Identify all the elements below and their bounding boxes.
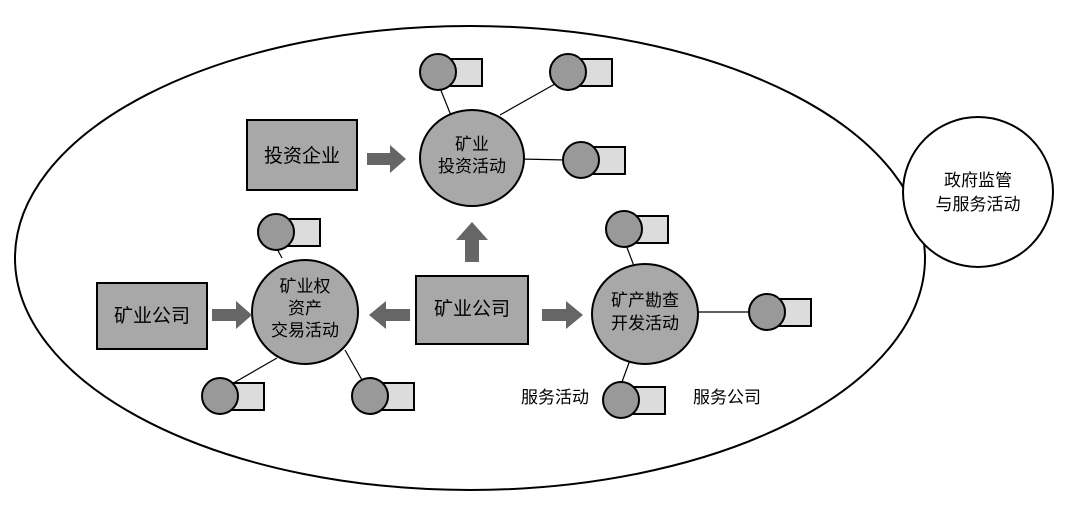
investment-activity-ellipse (419, 109, 525, 207)
service-node-icon (562, 141, 626, 179)
mining-company-left-label: 矿业公司 (114, 305, 190, 327)
connector-line (344, 349, 363, 381)
investment-company-label: 投资企业 (264, 145, 340, 167)
rights-trading-activity-node: 矿业权 资产 交易活动 (251, 259, 359, 365)
exploration-activity-node: 矿产勘查 开发活动 (591, 263, 699, 365)
government-circle (902, 116, 1054, 268)
exploration-activity-line2: 开发活动 (611, 314, 679, 334)
service-activity-circle (549, 53, 587, 91)
rights-trading-line3: 交易活动 (271, 321, 339, 341)
mining-company-center-rect (415, 275, 529, 345)
investment-company-box: 投资企业 (246, 119, 358, 191)
service-activity-label: 服务活动 (521, 388, 589, 408)
service-node-icon (748, 293, 812, 331)
connector-line (439, 87, 453, 119)
investment-activity-line2: 投资活动 (438, 157, 506, 177)
service-activity-circle (562, 141, 600, 179)
service-node-icon (351, 377, 415, 415)
rights-trading-line1: 矿业权 (280, 277, 331, 297)
service-node-icon (419, 53, 483, 91)
arrow-right-icon (367, 145, 406, 173)
service-activity-circle (605, 210, 643, 248)
service-node-icon (549, 53, 613, 91)
connector-line (621, 359, 631, 383)
service-node-icon (602, 381, 666, 419)
service-activity-circle (602, 381, 640, 419)
service-nodes (201, 53, 812, 419)
service-node-icon (605, 210, 669, 248)
government-label-line2: 与服务活动 (936, 195, 1021, 215)
government-label-line1: 政府监管 (944, 171, 1012, 191)
investment-activity-line1: 矿业 (455, 135, 489, 155)
service-activity-circle (748, 293, 786, 331)
mining-company-left-rect (96, 282, 208, 350)
arrow-up-icon (456, 222, 488, 262)
mining-company-center-label: 矿业公司 (434, 298, 510, 320)
service-activity-circle (201, 377, 239, 415)
service-connectors (229, 79, 752, 386)
arrow-right-icon (212, 301, 252, 329)
service-company-label: 服务公司 (693, 388, 761, 408)
mining-company-left-box: 矿业公司 (96, 282, 208, 350)
service-activity-circle (257, 213, 295, 251)
connector-line (229, 357, 278, 386)
mining-company-center-box: 矿业公司 (415, 275, 529, 345)
investment-company-rect (246, 119, 358, 191)
exploration-activity-line1: 矿产勘查 (611, 291, 679, 311)
service-node-icon (201, 377, 265, 415)
service-activity-circle (419, 53, 457, 91)
service-node-icon (257, 213, 321, 251)
investment-activity-node: 矿业 投资活动 (419, 109, 525, 207)
arrow-left-icon (369, 301, 410, 329)
exploration-activity-ellipse (591, 263, 699, 365)
rights-trading-line2: 资产 (288, 299, 322, 319)
arrow-right-icon (542, 301, 583, 329)
government-node: 政府监管 与服务活动 (902, 116, 1054, 268)
connector-line (499, 79, 563, 116)
connector-line (625, 244, 635, 267)
flow-arrows (212, 145, 583, 329)
service-activity-circle (351, 377, 389, 415)
rights-trading-activity-ellipse (251, 259, 359, 365)
connector-line (519, 158, 567, 161)
